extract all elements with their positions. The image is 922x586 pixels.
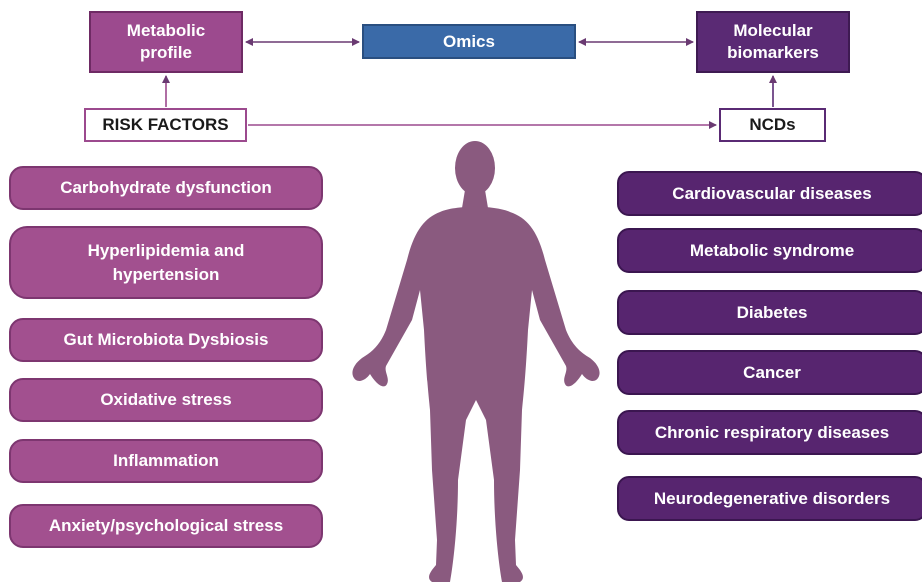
ncds-label: NCDs: [749, 115, 795, 135]
risk-factor-label: Oxidative stress: [100, 388, 231, 412]
risk-factor-item: Gut Microbiota Dysbiosis: [9, 318, 323, 362]
risk-factor-item: Oxidative stress: [9, 378, 323, 422]
risk-factor-item: Anxiety/psychological stress: [9, 504, 323, 548]
ncd-item: Neurodegenerative disorders: [617, 476, 922, 521]
molecular-biomarkers-label: Molecular biomarkers: [713, 20, 833, 64]
omics-label: Omics: [443, 31, 495, 53]
ncd-item: Chronic respiratory diseases: [617, 410, 922, 455]
metabolic-profile-box: Metabolic profile: [89, 11, 243, 73]
risk-factor-label: Gut Microbiota Dysbiosis: [64, 328, 269, 352]
risk-factor-item: Hyperlipidemia and hypertension: [9, 226, 323, 299]
omics-box: Omics: [362, 24, 576, 59]
risk-factor-label: Inflammation: [113, 449, 219, 473]
ncd-label: Chronic respiratory diseases: [655, 421, 889, 445]
ncd-label: Metabolic syndrome: [690, 239, 854, 263]
ncd-item: Metabolic syndrome: [617, 228, 922, 273]
human-body-icon: [352, 141, 599, 582]
ncd-item: Cardiovascular diseases: [617, 171, 922, 216]
metabolic-profile-label: Metabolic profile: [111, 20, 221, 64]
ncd-label: Neurodegenerative disorders: [654, 487, 890, 511]
risk-factor-item: Carbohydrate dysfunction: [9, 166, 323, 210]
risk-factors-label: RISK FACTORS: [102, 115, 228, 135]
ncd-item: Cancer: [617, 350, 922, 395]
molecular-biomarkers-box: Molecular biomarkers: [696, 11, 850, 73]
risk-factors-box: RISK FACTORS: [84, 108, 247, 142]
ncd-label: Cancer: [743, 361, 801, 385]
ncd-item: Diabetes: [617, 290, 922, 335]
ncd-label: Cardiovascular diseases: [672, 182, 871, 206]
risk-factor-item: Inflammation: [9, 439, 323, 483]
ncd-label: Diabetes: [737, 301, 808, 325]
ncds-box: NCDs: [719, 108, 826, 142]
risk-factor-label: Carbohydrate dysfunction: [60, 176, 272, 200]
risk-factor-label: Anxiety/psychological stress: [49, 514, 283, 538]
risk-factor-label: Hyperlipidemia and hypertension: [71, 239, 261, 287]
